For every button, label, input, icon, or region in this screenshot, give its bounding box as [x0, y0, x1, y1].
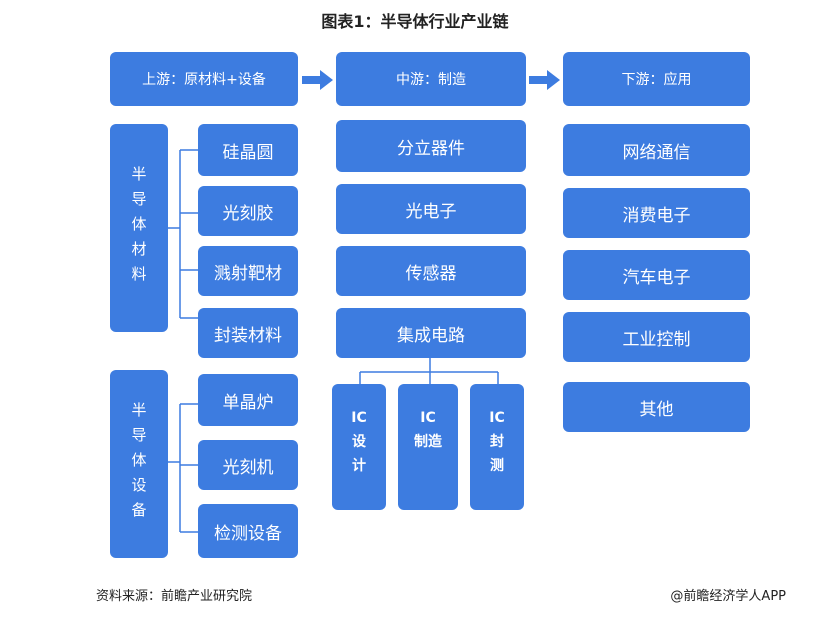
- chart-title: 图表1：半导体行业产业链: [321, 12, 509, 31]
- application-item: 其他: [563, 382, 750, 432]
- material-item: 溅射靶材: [198, 246, 298, 296]
- material-item: 光刻胶: [198, 186, 298, 236]
- ic-label: IC: [351, 410, 367, 426]
- application-item: 网络通信: [563, 124, 750, 176]
- midstream-header: 中游：制造: [336, 52, 526, 106]
- equipment-item: 检测设备: [198, 504, 298, 558]
- manufacturing-item: 分立器件: [336, 120, 526, 172]
- ic-label: 测: [490, 458, 504, 474]
- ic-manufacturing-box: IC 制造: [398, 384, 458, 510]
- application-item: 消费电子: [563, 188, 750, 238]
- ic-label: 封: [490, 434, 504, 450]
- ic-label: 计: [352, 458, 366, 474]
- ic-label: 制造: [414, 434, 442, 450]
- arrow-right-icon: [529, 70, 560, 90]
- material-item: 硅晶圆: [198, 124, 298, 176]
- arrow-right-icon: [302, 70, 333, 90]
- application-item: 汽车电子: [563, 250, 750, 300]
- ic-label: 设: [352, 434, 366, 450]
- upstream-header: 上游：原材料+设备: [110, 52, 298, 106]
- manufacturing-item: 传感器: [336, 246, 526, 296]
- ic-label: IC: [420, 410, 436, 426]
- ic-design-box: IC 设 计: [332, 384, 386, 510]
- equipment-item: 光刻机: [198, 440, 298, 490]
- materials-group-label: 半导体材料: [110, 124, 168, 332]
- application-item: 工业控制: [563, 312, 750, 362]
- manufacturing-item: 光电子: [336, 184, 526, 234]
- manufacturing-item: 集成电路: [336, 308, 526, 358]
- ic-packaging-box: IC 封 测: [470, 384, 524, 510]
- downstream-header: 下游：应用: [563, 52, 750, 106]
- equipment-group-label: 半导体设备: [110, 370, 168, 558]
- brand-credit: @前瞻经济学人APP: [670, 589, 786, 604]
- material-item: 封装材料: [198, 308, 298, 358]
- source-note: 资料来源：前瞻产业研究院: [96, 589, 253, 604]
- equipment-item: 单晶炉: [198, 374, 298, 426]
- ic-label: IC: [489, 410, 505, 426]
